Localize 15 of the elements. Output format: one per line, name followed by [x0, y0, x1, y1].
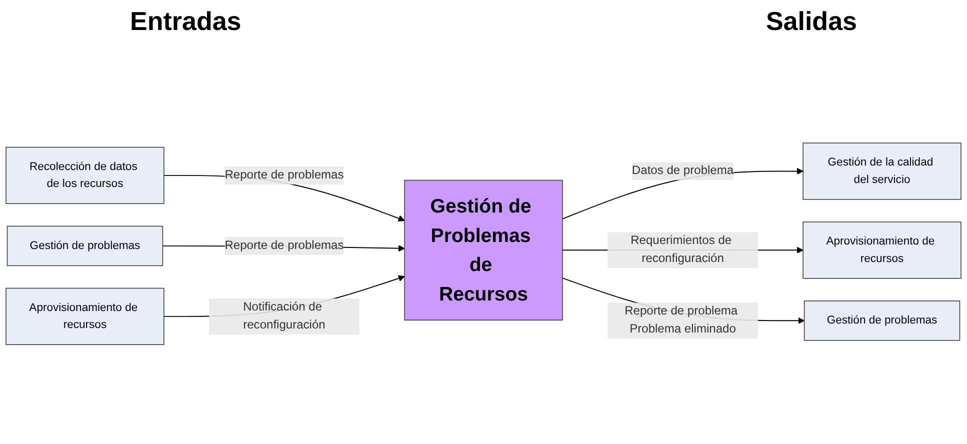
node-box: Gestión de Problemas de Recursos — [404, 180, 563, 321]
edge-label: Reporte de problema Problema eliminado — [624, 305, 738, 336]
node-box: Gestión de la calidad del servicio — [802, 142, 962, 200]
node-box: Gestión de problemas — [6, 226, 164, 266]
edge-label: Reporte de problemas — [224, 168, 344, 182]
node-box: Aprovisionamiento de recursos — [802, 222, 962, 279]
column-heading: Entradas — [130, 6, 242, 38]
node-box: Gestión de problemas — [804, 300, 960, 341]
edge-label: Datos de problema — [632, 164, 734, 178]
edge-label: Notificación de reconfiguración — [243, 300, 326, 332]
node-box: Recolección de datos de los recursos — [6, 147, 164, 204]
column-heading: Salidas — [766, 6, 857, 38]
edge-label: Reporte de problemas — [224, 239, 344, 252]
edge-label: Requerimientos de reconfiguración — [630, 234, 732, 266]
node-box: Aprovisionamiento de recursos — [6, 288, 164, 346]
